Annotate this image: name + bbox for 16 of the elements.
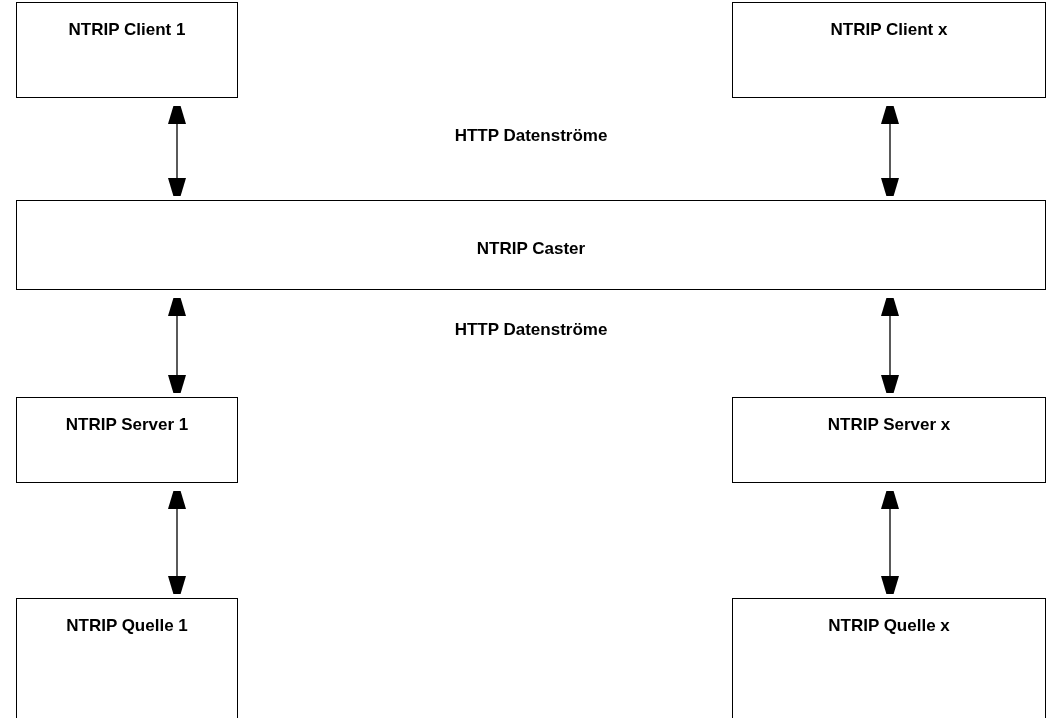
node-label: NTRIP Quelle 1 bbox=[66, 616, 188, 636]
process-box bbox=[16, 598, 238, 718]
node-label: NTRIP Client 1 bbox=[68, 20, 186, 40]
flow-label: HTTP Datenströme bbox=[454, 126, 608, 146]
process-box bbox=[732, 397, 1046, 483]
node-label: NTRIP Server x bbox=[827, 415, 951, 435]
flow-label: HTTP Datenströme bbox=[454, 320, 608, 340]
process-box bbox=[732, 598, 1046, 718]
process-box bbox=[16, 2, 238, 98]
process-box bbox=[16, 200, 1046, 290]
node-label: NTRIP Client x bbox=[830, 20, 948, 40]
node-label: NTRIP Quelle x bbox=[828, 616, 950, 636]
node-label: NTRIP Server 1 bbox=[65, 415, 189, 435]
node-label: NTRIP Caster bbox=[476, 239, 586, 259]
process-box bbox=[16, 397, 238, 483]
process-box bbox=[732, 2, 1046, 98]
